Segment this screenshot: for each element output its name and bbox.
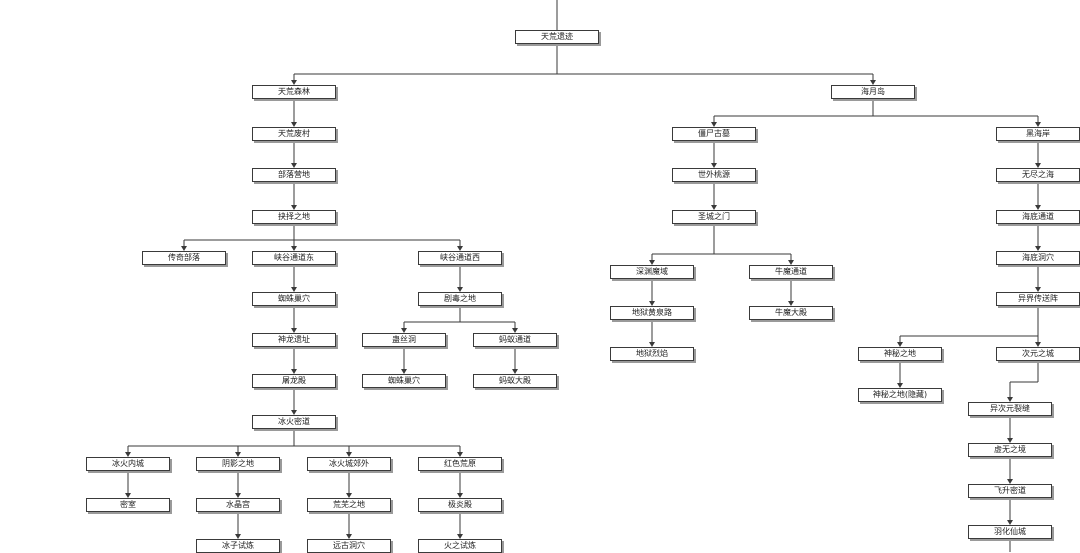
node-feisheng-midao[interactable]: 飞升密道: [968, 484, 1052, 498]
node-bingzi-shilian[interactable]: 冰子试炼: [196, 539, 280, 553]
arrowhead: [711, 163, 717, 168]
arrowhead: [401, 369, 407, 374]
node-mibao[interactable]: 密室: [86, 498, 170, 512]
node-binghuo-neicheng[interactable]: 冰火内城: [86, 457, 170, 471]
arrowhead: [1035, 246, 1041, 251]
arrowhead: [1035, 163, 1041, 168]
arrowhead: [457, 452, 463, 457]
arrowhead: [291, 369, 297, 374]
node-zhuzhu-chaoxue-1[interactable]: 蜘蛛巢穴: [252, 292, 336, 306]
node-diyu-huangquan[interactable]: 地狱黄泉路: [610, 306, 694, 320]
node-binghuo-jiaowai[interactable]: 冰火城郊外: [307, 457, 391, 471]
node-tulong-dian[interactable]: 屠龙殿: [252, 374, 336, 388]
arrowhead: [291, 122, 297, 127]
arrowhead: [346, 493, 352, 498]
arrowhead: [401, 328, 407, 333]
arrowhead: [346, 534, 352, 539]
arrowhead: [235, 452, 241, 457]
arrowhead: [1007, 520, 1013, 525]
arrowhead: [457, 493, 463, 498]
arrowhead: [711, 122, 717, 127]
node-shenlong-yizhi[interactable]: 神龙遗址: [252, 333, 336, 347]
arrowhead: [291, 80, 297, 85]
arrowhead: [291, 328, 297, 333]
node-mingying-zhidi[interactable]: 阴影之地: [196, 457, 280, 471]
node-yuangu-shaxie[interactable]: 远古洞穴: [307, 539, 391, 553]
node-tianhuang-senlin[interactable]: 天荒森林: [252, 85, 336, 99]
node-binghuo-midao[interactable]: 冰火密道: [252, 415, 336, 429]
arrowhead: [181, 246, 187, 251]
node-tianhuang-yiji[interactable]: 天荒遗迹: [515, 30, 599, 44]
node-haidi-dongxue[interactable]: 海底洞穴: [996, 251, 1080, 265]
node-jiangshi-gumu[interactable]: 僵尸古墓: [672, 127, 756, 141]
arrowhead: [1007, 479, 1013, 484]
node-duzhi-zhidi[interactable]: 剧毒之地: [418, 292, 502, 306]
arrowhead: [291, 287, 297, 292]
arrowhead: [788, 260, 794, 265]
arrowhead: [649, 301, 655, 306]
node-mayi-dadian[interactable]: 蚂蚁大殿: [473, 374, 557, 388]
arrowhead: [457, 246, 463, 251]
arrowhead: [235, 493, 241, 498]
arrowhead: [457, 534, 463, 539]
node-heihai-an[interactable]: 黑海岸: [996, 127, 1080, 141]
node-yijie-chuansongzhen[interactable]: 异界传送阵: [996, 292, 1080, 306]
arrowhead: [1007, 438, 1013, 443]
node-huozhi-shilian[interactable]: 火之试炼: [418, 539, 502, 553]
node-niumo-tongdao[interactable]: 牛魔通道: [749, 265, 833, 279]
node-zhuzhu-chaoxue-2[interactable]: 蜘蛛巢穴: [362, 374, 446, 388]
node-shiwai-taoyuan[interactable]: 世外桃源: [672, 168, 756, 182]
arrowhead: [125, 452, 131, 457]
arrowhead: [512, 369, 518, 374]
node-shenyuan-mocheng[interactable]: 深渊魔域: [610, 265, 694, 279]
node-wujin-zhihai[interactable]: 无尽之海: [996, 168, 1080, 182]
node-xuwu-zhijing[interactable]: 虚无之境: [968, 443, 1052, 457]
arrowhead: [291, 410, 297, 415]
node-buluo-yingdi[interactable]: 部落营地: [252, 168, 336, 182]
arrowhead: [291, 163, 297, 168]
node-xiagu-tongdao-xi[interactable]: 峡谷通道西: [418, 251, 502, 265]
arrowhead: [649, 342, 655, 347]
node-shenmi-zhidi[interactable]: 神秘之地: [858, 347, 942, 361]
node-haidi-tongdao[interactable]: 海底通道: [996, 210, 1080, 224]
arrowhead: [897, 383, 903, 388]
node-huangwu-zhidi[interactable]: 荒芜之地: [307, 498, 391, 512]
node-shuijing-gong[interactable]: 水晶宫: [196, 498, 280, 512]
arrowhead: [512, 328, 518, 333]
arrowhead: [1035, 205, 1041, 210]
arrowhead: [291, 205, 297, 210]
arrowhead: [457, 287, 463, 292]
arrowhead: [788, 301, 794, 306]
arrowhead: [1035, 287, 1041, 292]
arrowhead: [870, 80, 876, 85]
node-tianhuang-feicun[interactable]: 天荒废村: [252, 127, 336, 141]
arrowhead: [1035, 342, 1041, 347]
arrowhead: [1035, 122, 1041, 127]
node-yiciyuan-liefeng[interactable]: 异次元裂缝: [968, 402, 1052, 416]
node-haiyue-dao[interactable]: 海月岛: [831, 85, 915, 99]
node-niumo-dadian[interactable]: 牛魔大殿: [749, 306, 833, 320]
node-gusi-dong[interactable]: 蛊丝洞: [362, 333, 446, 347]
node-juezhan-zhidi[interactable]: 抉择之地: [252, 210, 336, 224]
node-xiagu-tongdao-dong[interactable]: 峡谷通道东: [252, 251, 336, 265]
arrowhead: [649, 260, 655, 265]
arrowhead: [711, 205, 717, 210]
node-shenmi-zhidi-yincang[interactable]: 神秘之地(隐藏): [858, 388, 942, 402]
node-chuanqi-buluo[interactable]: 传奇部落: [142, 251, 226, 265]
arrowhead: [125, 493, 131, 498]
arrowhead: [291, 246, 297, 251]
arrowhead: [1007, 397, 1013, 402]
node-yuhua-xiancheng[interactable]: 羽化仙城: [968, 525, 1052, 539]
node-jiyan-dian[interactable]: 极炎殿: [418, 498, 502, 512]
node-ciyuan-zhicheng[interactable]: 次元之城: [996, 347, 1080, 361]
node-diyu-lieyan[interactable]: 地狱烈焰: [610, 347, 694, 361]
arrowhead: [346, 452, 352, 457]
node-hongse-huangyuan[interactable]: 红色荒原: [418, 457, 502, 471]
node-shengcheng-zhimen[interactable]: 圣城之门: [672, 210, 756, 224]
arrowhead: [897, 342, 903, 347]
arrowhead: [235, 534, 241, 539]
node-mayi-tongdao[interactable]: 蚂蚁通道: [473, 333, 557, 347]
